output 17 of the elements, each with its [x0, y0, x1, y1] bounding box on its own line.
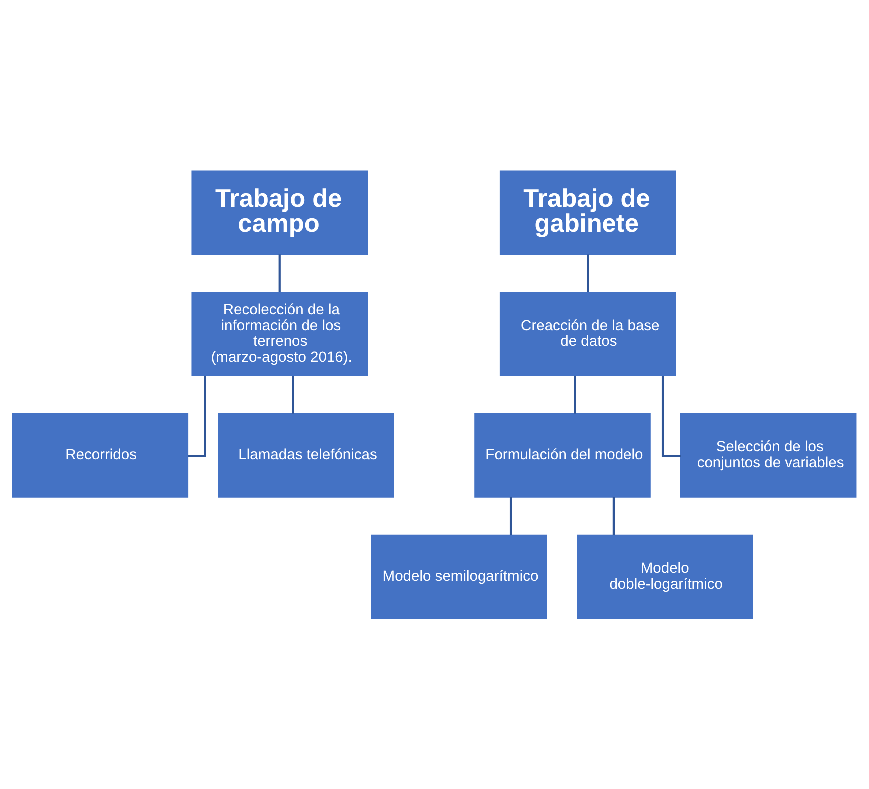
- node-box: Modelo doble-logarítmico: [577, 534, 754, 619]
- node-box: Formulación del modelo: [474, 412, 651, 498]
- node-box: Creacción de la base de datos: [500, 292, 676, 376]
- node-box: Trabajo de campo: [192, 170, 368, 255]
- connector: [292, 376, 294, 414]
- connector: [510, 496, 512, 535]
- node-box: Recorridos: [12, 412, 189, 498]
- node-box: Recolección de la información de los terrenos (marzo-agosto 2016).: [192, 292, 368, 376]
- connector: [587, 254, 590, 292]
- connector: [612, 496, 615, 535]
- connector: [278, 254, 281, 292]
- node-box: Selección de los conjuntos de variables: [680, 412, 857, 498]
- node-box: Trabajo de gabinete: [500, 170, 676, 255]
- node-box: Modelo semilogarítmico: [371, 534, 548, 619]
- node-box: Llamadas telefónicas: [218, 412, 394, 498]
- connector: [662, 376, 681, 457]
- connector: [574, 376, 576, 414]
